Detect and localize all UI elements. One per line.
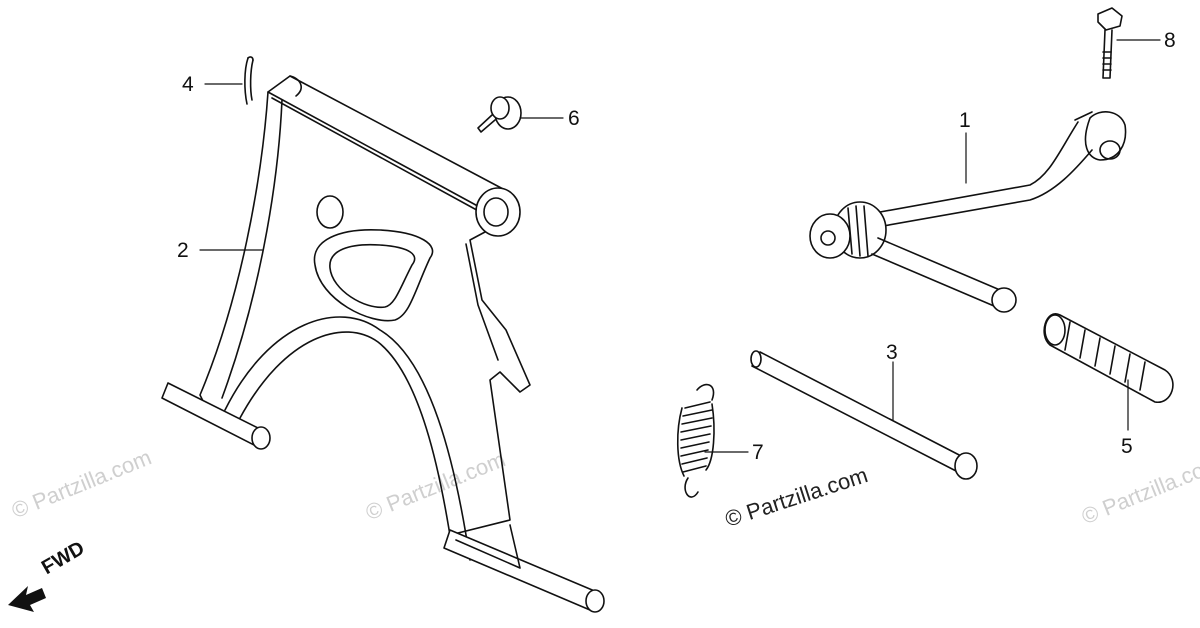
- callout-4: 4: [182, 73, 194, 96]
- cotter-pin-part: [244, 56, 254, 105]
- callout-2: 2: [177, 239, 189, 262]
- callout-7: 7: [752, 441, 764, 464]
- kick-arm-part: [809, 111, 1127, 313]
- callout-1: 1: [959, 109, 971, 132]
- stopper-part: [477, 96, 522, 133]
- pedal-rubber-part: [1043, 313, 1174, 403]
- callout-6: 6: [568, 107, 580, 130]
- callout-5: 5: [1121, 435, 1133, 458]
- leader-lines: [199, 39, 1161, 453]
- callout-3: 3: [886, 341, 898, 364]
- bolt-part: [1097, 7, 1123, 79]
- spring-part: [676, 383, 715, 498]
- main-stand-part: [161, 75, 605, 613]
- pivot-pin-part: [750, 350, 978, 480]
- fwd-arrow-icon: [8, 586, 46, 612]
- callout-8: 8: [1164, 29, 1176, 52]
